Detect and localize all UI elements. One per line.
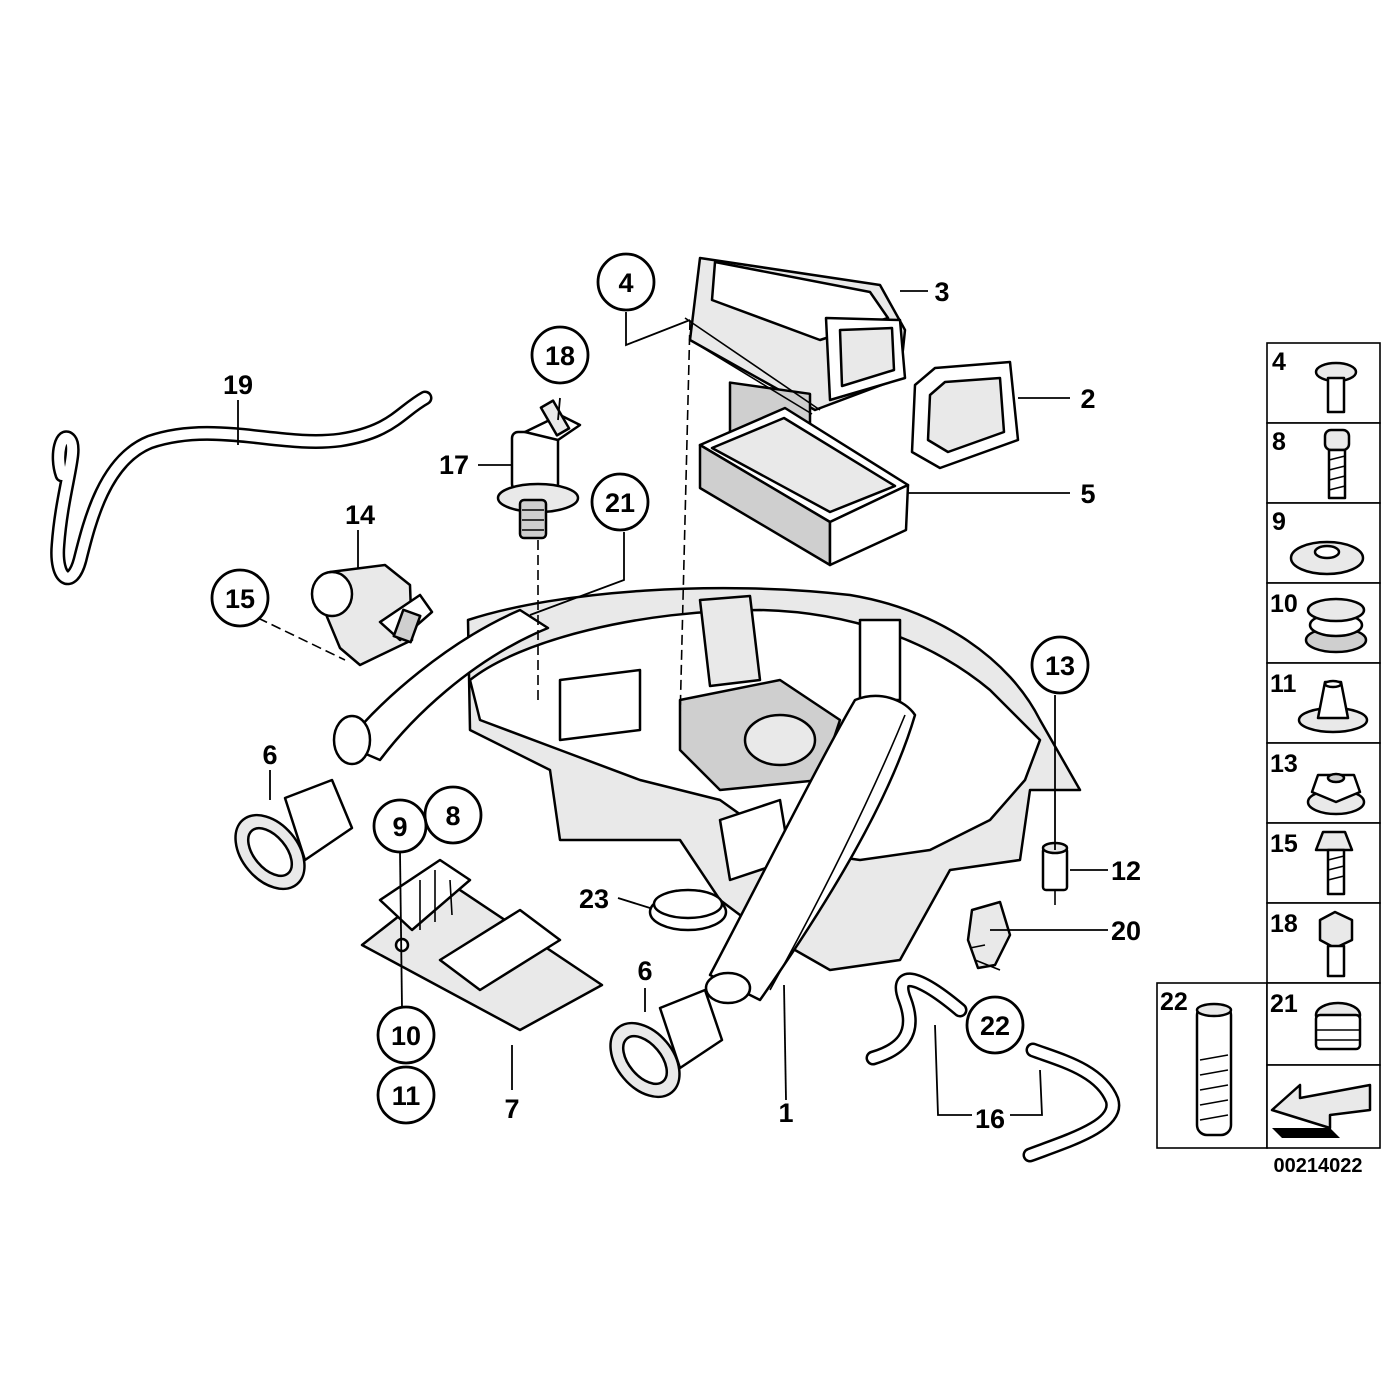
part-12-mount[interactable] (1041, 841, 1069, 905)
svg-text:9: 9 (392, 812, 407, 842)
hw-row-13[interactable]: 13 (1266, 742, 1381, 824)
part-16-hose-a[interactable] (865, 972, 968, 1066)
part-1-airbox[interactable] (332, 586, 1082, 1005)
svg-text:6: 6 (637, 956, 652, 986)
callout-22[interactable]: 22 (965, 995, 1025, 1055)
svg-text:22: 22 (980, 1011, 1010, 1041)
svg-text:4: 4 (618, 268, 633, 298)
callout-18[interactable]: 18 (530, 325, 590, 385)
part-6-trumpet-right[interactable] (597, 988, 724, 1110)
hw-row-22[interactable]: 22 (1156, 982, 1268, 1149)
svg-text:11: 11 (1270, 670, 1297, 698)
svg-text:21: 21 (605, 488, 635, 518)
part-2-seal[interactable] (910, 360, 1020, 470)
callout-21[interactable]: 21 (590, 472, 650, 532)
hw-row-18[interactable]: 18 (1266, 902, 1381, 984)
leader-lines (237, 290, 1108, 1116)
svg-text:12: 12 (1111, 856, 1141, 886)
hw-arrow-cell (1266, 1064, 1381, 1149)
screw-icon (1314, 361, 1358, 414)
callout-3[interactable]: 3 (934, 277, 949, 307)
callout-11[interactable]: 11 (376, 1065, 436, 1125)
washer-icon (1289, 540, 1365, 576)
grommet-icon (1304, 597, 1368, 654)
svg-text:15: 15 (1270, 830, 1298, 858)
svg-text:22: 22 (1160, 988, 1188, 1016)
part-7-tray[interactable] (360, 858, 604, 1032)
callout-17[interactable]: 17 (439, 450, 469, 480)
callout-10[interactable]: 10 (376, 1005, 436, 1065)
callout-19[interactable]: 19 (223, 370, 253, 400)
svg-text:20: 20 (1111, 916, 1141, 946)
hw-row-15[interactable]: 15 (1266, 822, 1381, 904)
svg-text:2: 2 (1080, 384, 1095, 414)
svg-text:16: 16 (975, 1104, 1005, 1134)
svg-text:11: 11 (392, 1081, 421, 1111)
svg-text:19: 19 (223, 370, 253, 400)
sleeve-icon (1195, 1002, 1233, 1137)
svg-text:8: 8 (445, 801, 460, 831)
svg-text:14: 14 (345, 500, 375, 530)
callout-6-right[interactable]: 6 (637, 956, 652, 986)
svg-text:9: 9 (1272, 508, 1286, 536)
callout-9[interactable]: 9 (372, 798, 428, 854)
screw-icon (1314, 830, 1354, 896)
callout-14[interactable]: 14 (345, 500, 375, 530)
svg-text:13: 13 (1270, 750, 1298, 778)
nut-icon (1306, 772, 1366, 816)
part-17-valve[interactable] (496, 399, 582, 540)
hw-row-4[interactable]: 4 (1266, 342, 1381, 424)
callout-6-left[interactable]: 6 (262, 740, 277, 770)
hw-row-21[interactable]: 21 (1266, 982, 1381, 1066)
hw-row-8[interactable]: 8 (1266, 422, 1381, 504)
svg-text:17: 17 (439, 450, 469, 480)
hex-bolt-icon (1318, 910, 1354, 978)
part-6-trumpet-left[interactable] (222, 778, 354, 902)
part-19-hose[interactable] (50, 390, 433, 585)
callout-15[interactable]: 15 (210, 568, 270, 628)
svg-text:10: 10 (1270, 590, 1298, 618)
callout-13[interactable]: 13 (1030, 635, 1090, 695)
screw-icon (1323, 428, 1351, 500)
svg-text:7: 7 (504, 1094, 519, 1124)
callout-16[interactable]: 16 (975, 1104, 1005, 1134)
svg-text:18: 18 (1270, 910, 1298, 938)
hw-row-11[interactable]: 11 (1266, 662, 1381, 744)
svg-text:8: 8 (1272, 428, 1286, 456)
callout-12[interactable]: 12 (1111, 856, 1141, 886)
callout-4[interactable]: 4 (596, 252, 656, 312)
callout-2[interactable]: 2 (1080, 384, 1095, 414)
hardware-table: 4 8 9 10 (1156, 342, 1381, 1149)
callout-5[interactable]: 5 (1080, 479, 1095, 509)
svg-text:18: 18 (545, 341, 575, 371)
svg-text:15: 15 (225, 584, 255, 614)
part-20-clip[interactable] (966, 900, 1012, 971)
callout-7[interactable]: 7 (504, 1094, 519, 1124)
plug-icon (1314, 1001, 1362, 1051)
part-23-clamp[interactable] (648, 888, 728, 932)
rubber-mount-icon (1297, 679, 1369, 734)
svg-text:10: 10 (391, 1021, 421, 1051)
svg-text:5: 5 (1080, 479, 1095, 509)
arrow-icon (1270, 1083, 1372, 1138)
part-14-actuator[interactable] (310, 563, 434, 667)
svg-text:3: 3 (934, 277, 949, 307)
svg-text:21: 21 (1270, 990, 1298, 1018)
part-16-hose-b[interactable] (1022, 1042, 1121, 1163)
svg-text:4: 4 (1272, 348, 1286, 376)
hw-row-9[interactable]: 9 (1266, 502, 1381, 584)
diagram-reference-number: 00214022 (1274, 1155, 1363, 1177)
part-5-filter[interactable] (698, 406, 910, 567)
callout-20[interactable]: 20 (1111, 916, 1141, 946)
svg-text:1: 1 (778, 1098, 793, 1128)
svg-text:23: 23 (579, 884, 609, 914)
svg-text:13: 13 (1045, 651, 1075, 681)
svg-text:6: 6 (262, 740, 277, 770)
callout-8[interactable]: 8 (423, 785, 483, 845)
hw-row-10[interactable]: 10 (1266, 582, 1381, 664)
callout-23[interactable]: 23 (579, 884, 609, 914)
callout-1[interactable]: 1 (778, 1098, 793, 1128)
